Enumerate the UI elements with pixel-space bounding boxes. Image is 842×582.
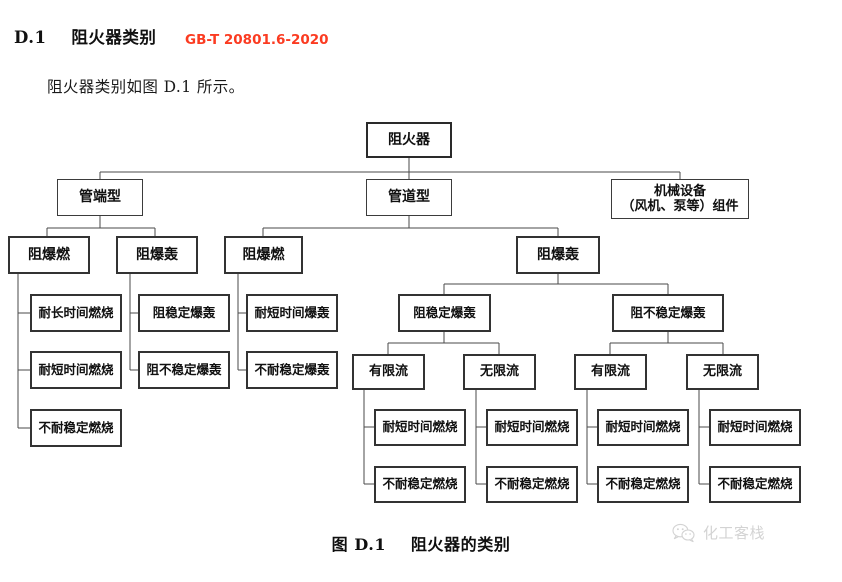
node-short-time-burning-pe[interactable]: 耐短时间燃烧: [30, 351, 122, 389]
node-no-stable-burning-a[interactable]: 不耐稳定燃烧: [374, 466, 466, 503]
node-limited-flow-b[interactable]: 有限流: [574, 354, 647, 390]
node-root[interactable]: 阻火器: [366, 122, 452, 158]
node-short-time-burning-b[interactable]: 耐短时间燃烧: [486, 409, 578, 446]
figure-caption: 图 D.1 阻火器的类别: [331, 535, 511, 554]
node-no-stable-burning-d[interactable]: 不耐稳定燃烧: [709, 466, 801, 503]
node-no-stable-burning-c[interactable]: 不耐稳定燃烧: [597, 466, 689, 503]
node-unstable-detonation-arrest-pe[interactable]: 阻不稳定爆轰: [138, 351, 230, 389]
wechat-icon: [672, 523, 695, 542]
node-unlimited-flow-b[interactable]: 无限流: [686, 354, 759, 390]
node-unstable-detonation-arrest[interactable]: 阻不稳定爆轰: [612, 294, 724, 332]
node-unlimited-flow-a[interactable]: 无限流: [463, 354, 536, 390]
node-pipe-end-deflagration[interactable]: 阻爆燃: [8, 236, 90, 274]
watermark: 化工客栈: [672, 522, 765, 543]
node-stable-detonation-arrest-pe[interactable]: 阻稳定爆轰: [138, 294, 230, 332]
page-title: D.1 阻火器类别: [14, 28, 157, 47]
node-in-line-type[interactable]: 管道型: [366, 179, 452, 216]
node-no-stable-burning-b[interactable]: 不耐稳定燃烧: [486, 466, 578, 503]
node-limited-flow-a[interactable]: 有限流: [352, 354, 425, 390]
node-short-time-burning-d[interactable]: 耐短时间燃烧: [709, 409, 801, 446]
node-stable-detonation-arrest[interactable]: 阻稳定爆轰: [398, 294, 491, 332]
intro-paragraph: 阻火器类别如图 D.1 所示。: [47, 78, 245, 96]
node-pipe-end-detonation[interactable]: 阻爆轰: [116, 236, 198, 274]
node-pipe-end-type[interactable]: 管端型: [57, 179, 143, 216]
node-no-stable-detonation[interactable]: 不耐稳定爆轰: [246, 351, 338, 389]
node-long-time-burning[interactable]: 耐长时间燃烧: [30, 294, 122, 332]
node-short-time-burning-c[interactable]: 耐短时间燃烧: [597, 409, 689, 446]
watermark-label: 化工客栈: [703, 524, 766, 542]
standard-number-label: GB-T 20801.6-2020: [185, 32, 329, 48]
node-in-line-deflagration[interactable]: 阻爆燃: [224, 236, 303, 274]
node-machinery-assembly[interactable]: 机械设备 （风机、泵等）组件: [611, 179, 749, 219]
node-no-stable-burning-pe[interactable]: 不耐稳定燃烧: [30, 409, 122, 447]
node-short-time-detonation[interactable]: 耐短时间爆轰: [246, 294, 338, 332]
node-in-line-detonation[interactable]: 阻爆轰: [516, 236, 600, 274]
page-header: D.1 阻火器类别 GB-T 20801.6-2020: [0, 0, 842, 70]
node-short-time-burning-a[interactable]: 耐短时间燃烧: [374, 409, 466, 446]
